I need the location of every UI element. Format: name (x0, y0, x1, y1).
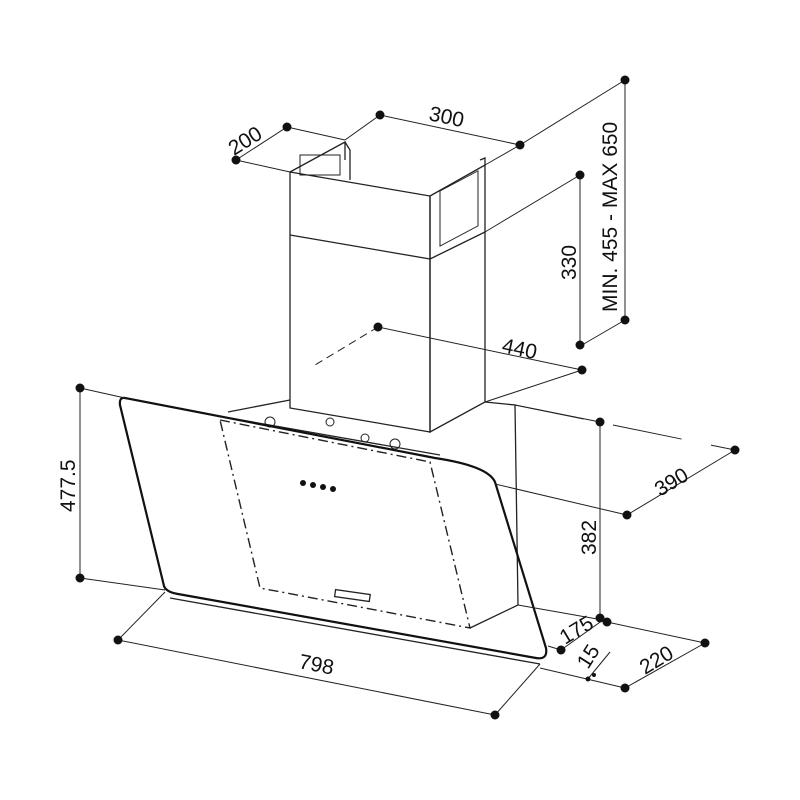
dimension-dots (75, 75, 740, 720)
dim-chimney-height-range: MIN. 455 - MAX 650 (599, 122, 622, 312)
dim-total-width: 798 (297, 650, 336, 679)
hood-body (219, 399, 519, 629)
dim-glass-thickness: 15 (573, 641, 605, 673)
dim-chimney-depth: 200 (224, 122, 266, 160)
vent-grille-icon (439, 170, 479, 247)
glass-panel (118, 396, 548, 660)
dimension-lines (79, 79, 736, 716)
dim-body-height: 382 (578, 520, 601, 555)
chimney (289, 140, 486, 434)
dim-side-depth: 390 (651, 464, 693, 502)
dim-glass-height: 477.5 (57, 459, 80, 512)
dim-body-width: 440 (500, 334, 539, 364)
dim-chimney-section: 330 (558, 245, 581, 280)
vent-grille-icon (299, 154, 341, 176)
dim-chimney-width: 300 (427, 102, 466, 132)
control-buttons (300, 480, 336, 492)
dim-bottom-depth: 175 (556, 612, 598, 650)
dim-total-depth: 220 (636, 642, 678, 680)
